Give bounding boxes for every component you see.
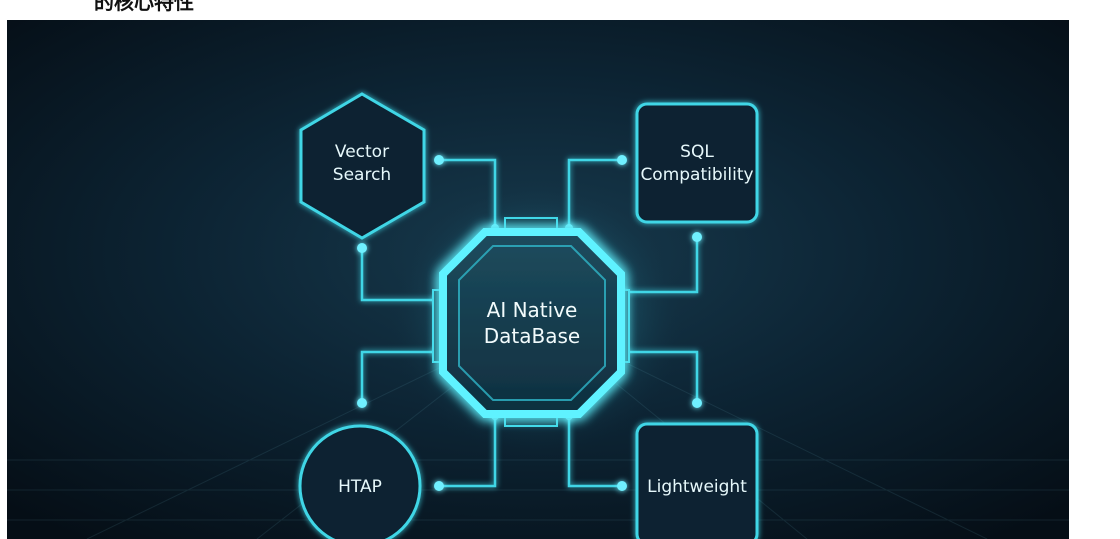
rounded-square-shape — [635, 102, 759, 224]
center-chip-inner — [458, 245, 606, 401]
node-htap: HTAP — [298, 424, 422, 539]
center-label-line1: AI Native — [487, 298, 578, 322]
rounded-square-shape — [635, 422, 759, 539]
vector-search-line1: Vector — [335, 142, 389, 162]
lightweight-label: Lightweight — [647, 477, 747, 497]
sql-line1: SQL — [680, 142, 714, 162]
node-vector-search: Vector Search — [299, 92, 426, 240]
connector-htap-bottom — [439, 416, 497, 488]
hexagon-shape — [299, 92, 426, 240]
center-chip-outer — [439, 228, 625, 418]
connector-lines — [360, 158, 699, 488]
vector-search-line2: Search — [333, 165, 391, 185]
diagram-svg: AI Native DataBase Vector Search SQL Com… — [7, 20, 1069, 539]
connector-vector-top — [439, 158, 497, 228]
circle-shape — [298, 424, 422, 539]
node-lightweight: Lightweight — [635, 422, 759, 539]
center-chip: AI Native DataBase — [439, 228, 625, 418]
section-heading: 的核心特性 — [94, 0, 194, 14]
sql-line2: Compatibility — [640, 165, 753, 185]
connector-sql-right — [623, 237, 699, 294]
connector-htap-left — [360, 350, 437, 403]
center-label-line2: DataBase — [484, 324, 580, 348]
node-sql-compatibility: SQL Compatibility — [635, 102, 759, 224]
connector-lightweight-bottom — [567, 416, 622, 488]
htap-label: HTAP — [338, 477, 382, 497]
connector-vector-bottom — [360, 248, 437, 302]
connector-sql-top — [567, 158, 622, 228]
ai-native-database-diagram: AI Native DataBase Vector Search SQL Com… — [7, 20, 1069, 539]
connector-lightweight-right — [623, 350, 699, 403]
